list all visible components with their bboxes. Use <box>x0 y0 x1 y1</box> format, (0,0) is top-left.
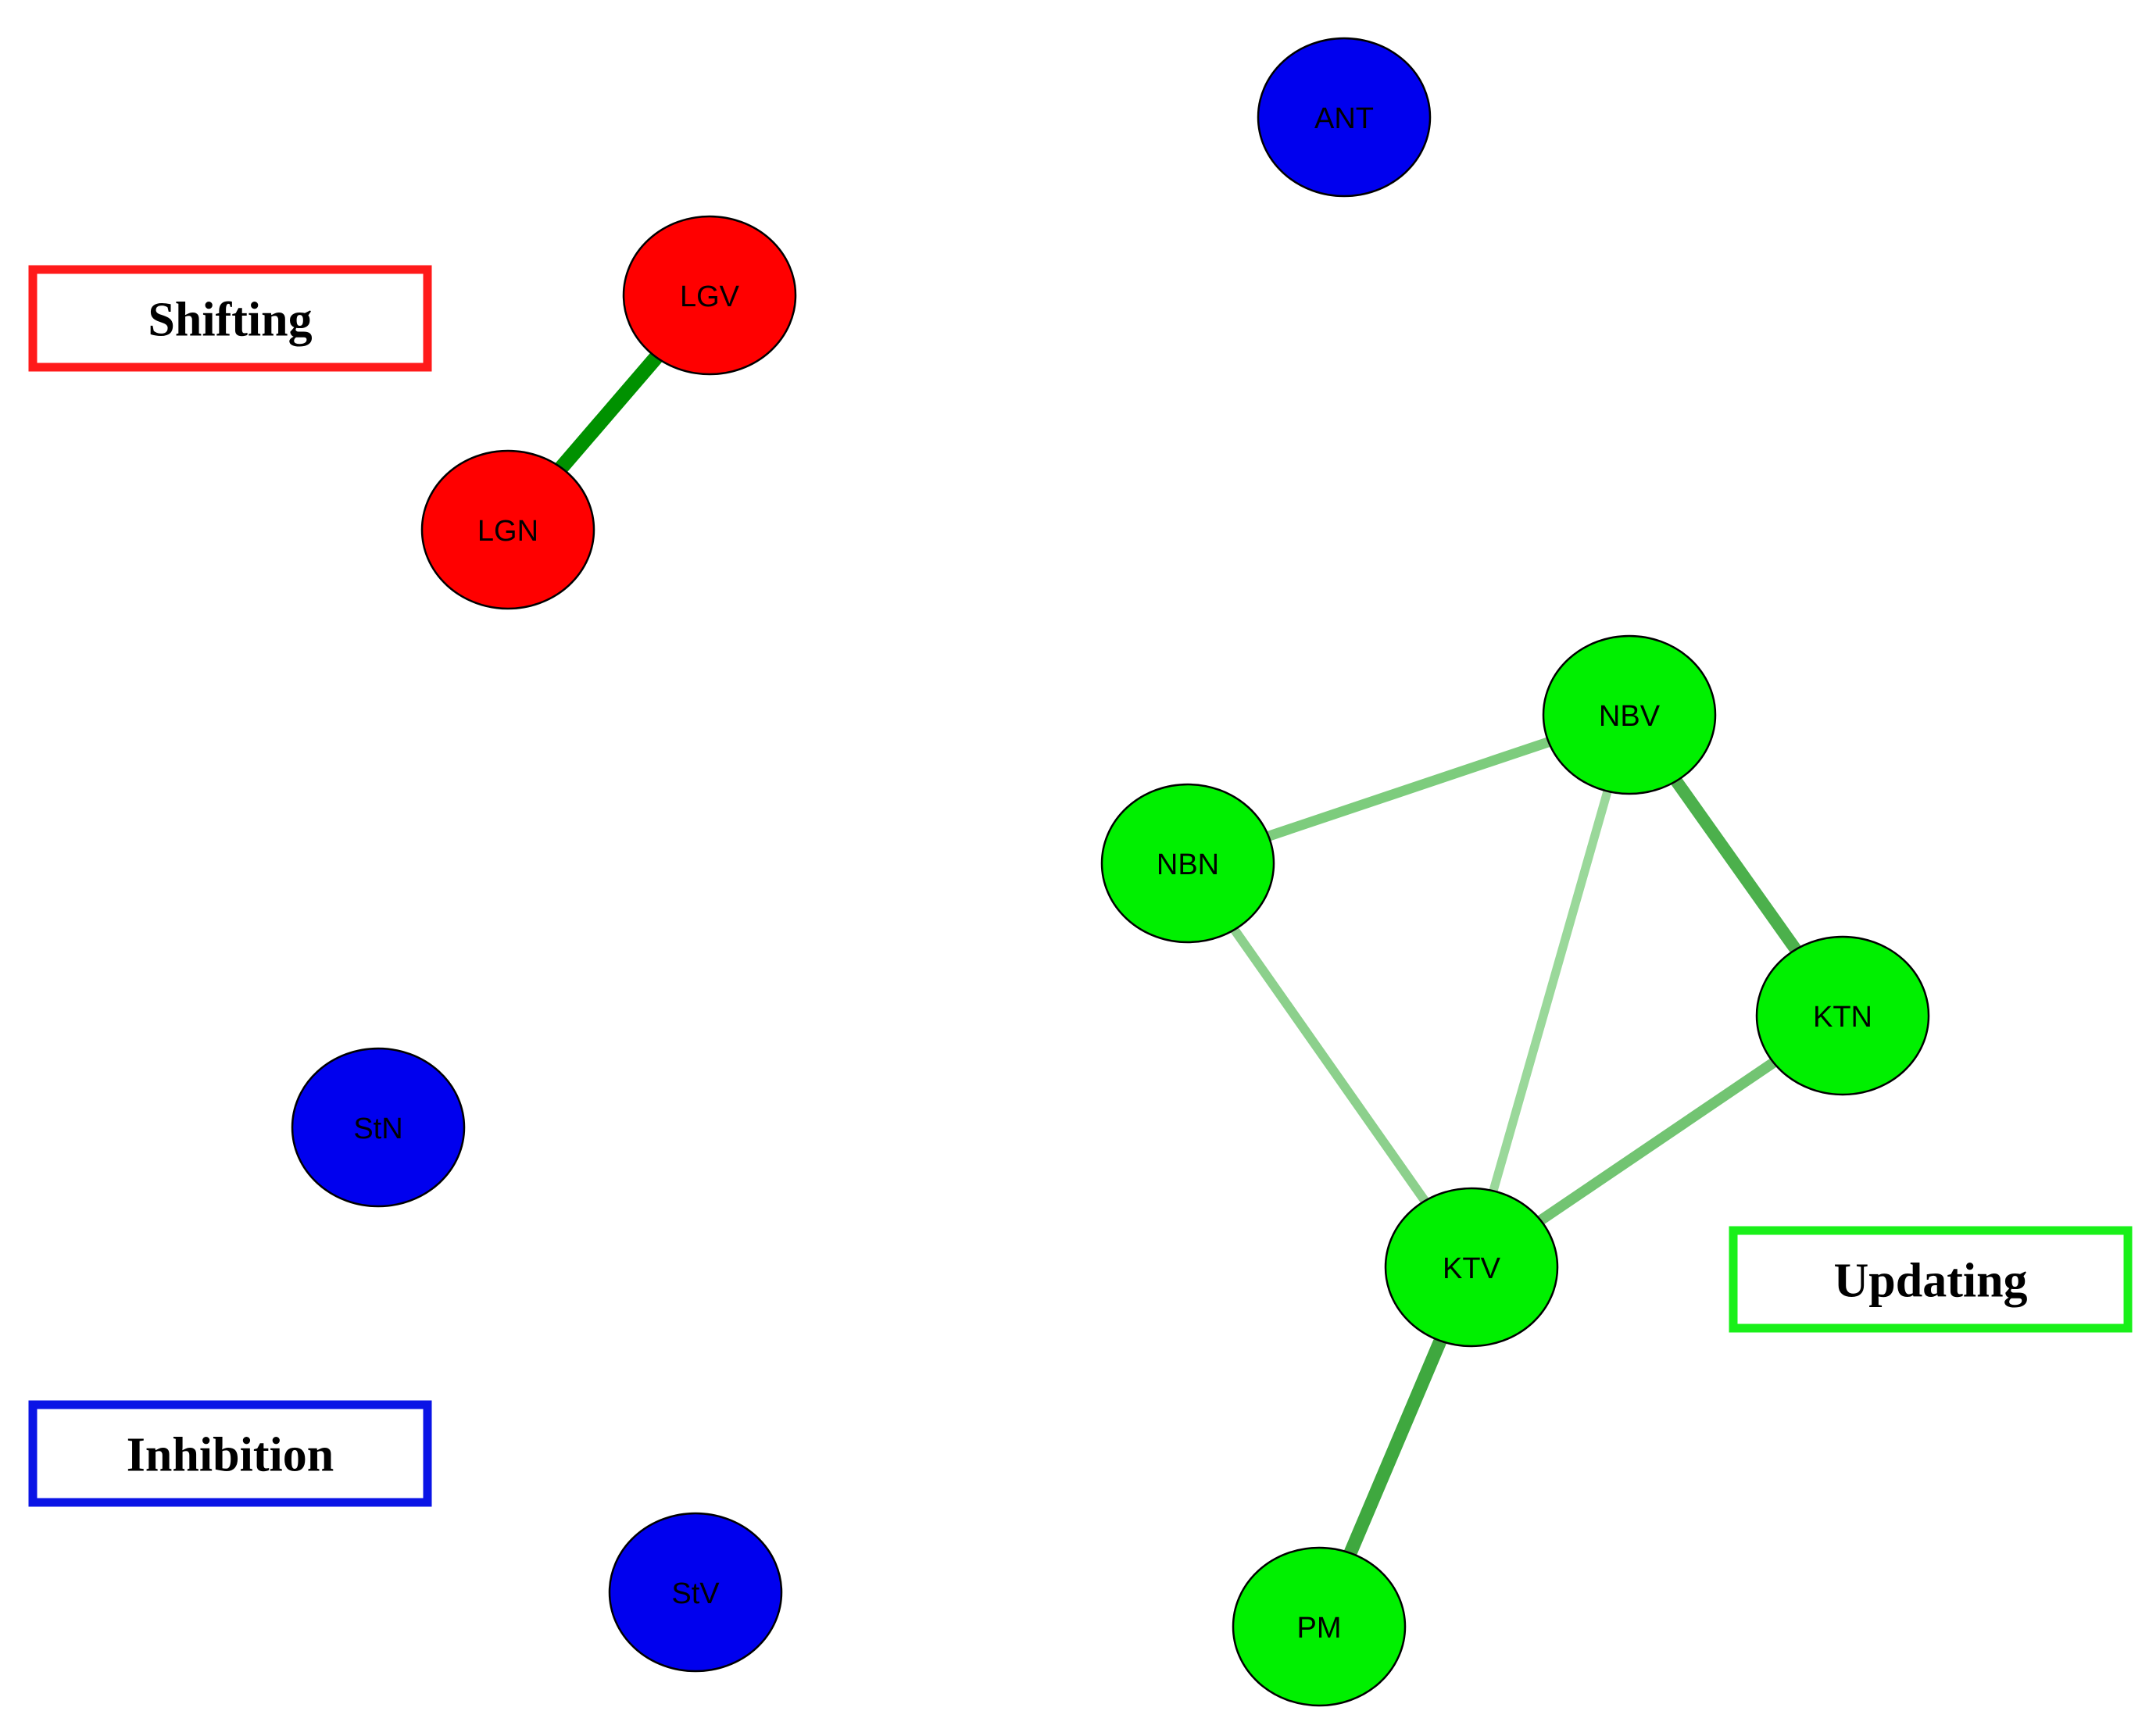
legend-box <box>28 265 432 372</box>
node-lgv: LGV <box>622 215 797 376</box>
node-circle <box>1100 783 1275 944</box>
legend-box <box>28 1400 432 1507</box>
node-pm: PM <box>1232 1546 1407 1707</box>
node-stn: StN <box>291 1047 466 1208</box>
node-label: StN <box>353 1113 402 1145</box>
nodes-layer: ANT LGV LGN NBV NBN KTN KTV StN StV PM <box>291 37 1930 1707</box>
node-label: KTN <box>1813 1001 1872 1034</box>
node-label: ANT <box>1314 102 1374 135</box>
edge-nbv-ktv <box>1467 713 1634 1269</box>
node-label: PM <box>1297 1612 1342 1645</box>
legend-label: Updating <box>1833 1255 2027 1308</box>
node-circle <box>1542 634 1717 795</box>
legend-inhibition: Inhibition <box>28 1400 432 1507</box>
node-circle <box>1755 935 1930 1096</box>
node-label: NBN <box>1157 848 1219 881</box>
edge-nbn-ktv <box>1184 860 1475 1270</box>
node-circle <box>291 1047 466 1208</box>
node-circle <box>622 215 797 376</box>
node-nbv: NBV <box>1542 634 1717 795</box>
legend-label: Shifting <box>148 294 312 347</box>
edges-layer <box>502 290 1848 1630</box>
node-circle <box>1232 1546 1407 1707</box>
node-lgn: LGN <box>420 449 595 610</box>
legend-box <box>1729 1226 2133 1333</box>
node-circle <box>1384 1187 1559 1348</box>
legend-updating: Updating <box>1729 1226 2133 1333</box>
node-label: LGN <box>477 515 538 548</box>
node-label: StV <box>671 1577 720 1610</box>
node-nbn: NBN <box>1100 783 1275 944</box>
legend-label: Inhibition <box>127 1429 334 1482</box>
node-label: KTV <box>1443 1252 1501 1285</box>
node-circle <box>1257 37 1432 198</box>
node-stv: StV <box>608 1512 783 1673</box>
legend-shifting: Shifting <box>28 265 432 372</box>
node-ktn: KTN <box>1755 935 1930 1096</box>
node-ant: ANT <box>1257 37 1432 198</box>
node-ktv: KTV <box>1384 1187 1559 1348</box>
node-circle <box>608 1512 783 1673</box>
node-label: NBV <box>1599 700 1661 733</box>
node-circle <box>420 449 595 610</box>
node-label: LGV <box>680 280 740 313</box>
